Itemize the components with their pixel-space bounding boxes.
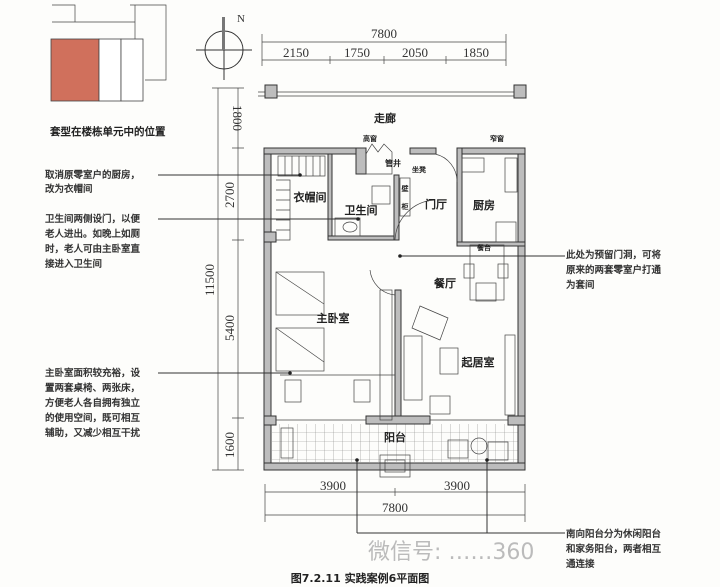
top-dimensions: 7800 2150 1750 2050 1850: [261, 26, 507, 66]
label-dining: 餐厅: [433, 276, 456, 290]
label-counter: 餐台: [476, 243, 491, 252]
watermark: 微信号: ……360: [368, 540, 534, 565]
dim-left-seg: 1600: [222, 432, 237, 458]
annotation-doorway: 此处为预留门洞，可将 原来的两套零室户打通 为套间: [566, 249, 662, 291]
bottom-dimensions: 3900 3900 7800: [264, 478, 526, 522]
label-narrow-window: 窄窗: [490, 134, 504, 143]
annotation-balcony: 南向阳台分为休闲阳台 和家务阳台，两者相互 通连接: [565, 528, 662, 570]
svg-text:此处为预留门洞，可将: 此处为预留门洞，可将: [566, 249, 662, 261]
svg-text:老人进出。如晚上如厕: 老人进出。如晚上如厕: [44, 228, 141, 240]
label-wall-cabinet: 柜: [401, 202, 409, 211]
dim-left-seg: 5400: [222, 315, 237, 341]
dim-top-seg: 1850: [463, 45, 489, 60]
dim-bottom-seg: 3900: [444, 478, 470, 493]
north-arrow-icon: N: [196, 13, 252, 80]
figure-caption: 图7.2.11 实践案例6平面图: [291, 571, 429, 585]
svg-text:通连接: 通连接: [566, 558, 595, 570]
dim-left-total: 11500: [202, 264, 217, 296]
balcony-floor: [272, 424, 518, 462]
north-label: N: [237, 13, 245, 25]
svg-text:原来的两套零室户打通: 原来的两套零室户打通: [566, 264, 662, 276]
dim-left-seg: 2700: [222, 182, 237, 208]
dim-top-seg: 2050: [402, 45, 428, 60]
svg-text:为套间: 为套间: [566, 279, 595, 291]
svg-text:的使用空间，既可相互: 的使用空间，既可相互: [45, 412, 141, 424]
left-dimensions: 11500 1800 2700 5400 1600: [202, 87, 245, 471]
walls: [263, 147, 526, 471]
site-plan-caption: 套型在楼栋单元中的位置: [49, 125, 166, 138]
svg-text:辅助，又减少相互干扰: 辅助，又减少相互干扰: [45, 427, 141, 439]
dim-top-seg: 2150: [283, 45, 309, 60]
label-corridor: 走廊: [373, 111, 396, 125]
label-master-bedroom: 主卧室: [317, 311, 350, 325]
leader-lines: [158, 173, 565, 534]
dim-left-seg: 1800: [230, 105, 245, 131]
dim-top-total: 7800: [371, 26, 397, 41]
svg-text:接进入卫生间: 接进入卫生间: [45, 258, 102, 270]
label-pipe-shaft: 管井: [385, 158, 401, 168]
label-wall-cabinet: 壁: [402, 184, 409, 193]
annotation-closet: 取消原零室户的厨房， 改为衣帽间: [45, 169, 140, 195]
label-closet: 衣帽间: [294, 190, 327, 204]
label-living-room: 起居室: [461, 355, 495, 369]
svg-text:时，老人可由主卧室直: 时，老人可由主卧室直: [45, 243, 141, 255]
svg-text:改为衣帽间: 改为衣帽间: [45, 183, 93, 195]
svg-text:置两套桌椅、两张床，: 置两套桌椅、两张床，: [45, 382, 140, 394]
label-balcony: 阳台: [384, 430, 406, 444]
label-high-window: 高窗: [363, 134, 377, 143]
annotation-bathroom: 卫生间两侧设门，以便 老人进出。如晚上如厕 时，老人可由主卧室直 接进入卫生间: [44, 213, 141, 270]
room-labels: 走廊 高窗 窄窗 管井 坐凳 壁 柜 衣帽间 卫生间 门厅 厨房 餐台 餐厅 主…: [294, 111, 505, 444]
svg-text:主卧室面积较充裕，设: 主卧室面积较充裕，设: [45, 367, 141, 379]
svg-text:南向阳台分为休闲阳台: 南向阳台分为休闲阳台: [566, 528, 662, 540]
svg-text:取消原零室户的厨房，: 取消原零室户的厨房，: [45, 169, 140, 181]
label-seat: 坐凳: [412, 165, 427, 174]
label-kitchen: 厨房: [473, 198, 495, 212]
svg-text:方便老人各自拥有独立: 方便老人各自拥有独立: [45, 397, 141, 409]
svg-text:卫生间两侧设门，以便: 卫生间两侧设门，以便: [45, 213, 141, 225]
furniture: [275, 143, 518, 478]
site-plan-diagram: 套型在楼栋单元中的位置: [49, 4, 167, 138]
annotation-bedroom: 主卧室面积较充裕，设 置两套桌椅、两张床， 方便老人各自拥有独立 的使用空间，既…: [45, 367, 141, 439]
svg-text:和家务阳台，两者相互: 和家务阳台，两者相互: [565, 543, 662, 555]
dim-bottom-seg: 3900: [320, 478, 346, 493]
label-foyer: 门厅: [425, 197, 447, 211]
dim-bottom-total: 7800: [382, 500, 408, 515]
unit-highlight: [50, 38, 100, 102]
dim-top-seg: 1750: [344, 45, 370, 60]
label-bathroom: 卫生间: [345, 203, 378, 217]
corridor-railing: [258, 84, 527, 99]
